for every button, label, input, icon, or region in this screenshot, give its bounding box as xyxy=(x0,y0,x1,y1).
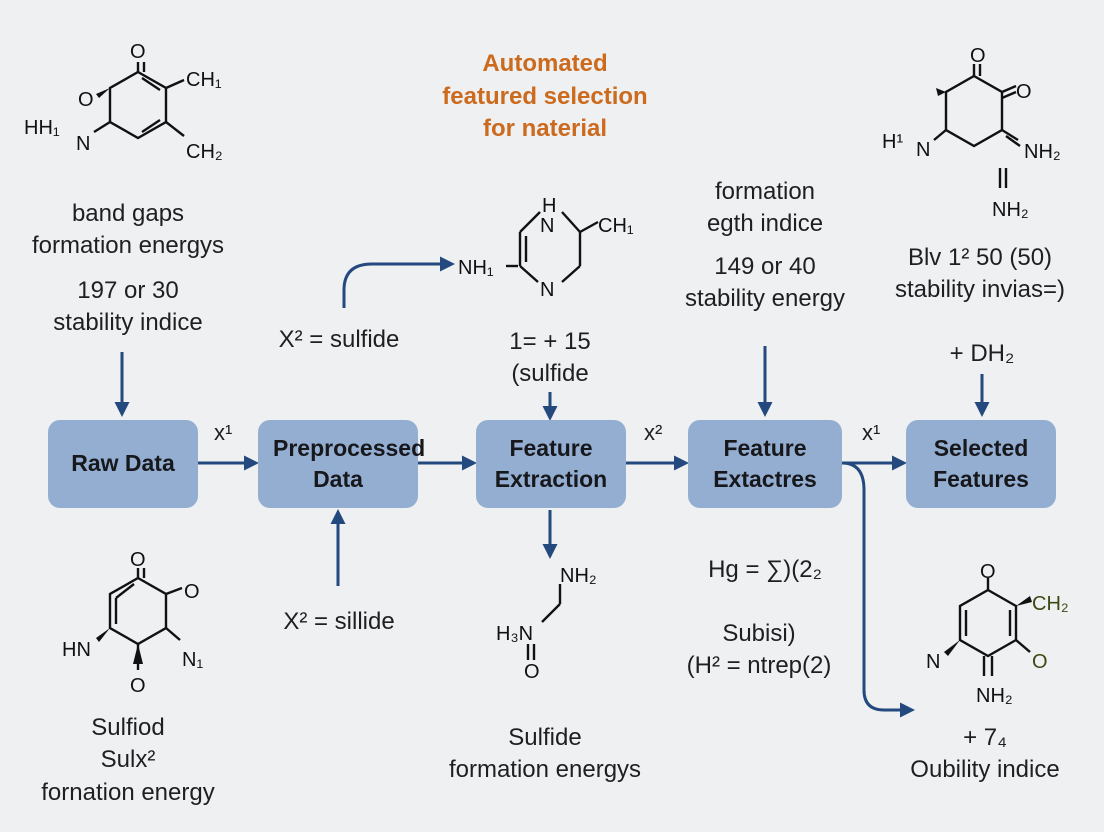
m4-oxygen-bottom: O xyxy=(130,675,146,697)
m6-oxygen-top: O xyxy=(980,561,996,583)
top-right-annotation: Blv 1² 50 (50) stability invias=) xyxy=(894,244,1066,304)
m4-oxygen-top: O xyxy=(130,549,146,571)
m6-nh2: NH₂ xyxy=(976,685,1013,707)
m5-h3n: H₃N xyxy=(496,623,533,645)
arrow-curve-to-bottom-right xyxy=(841,461,915,718)
preprocessed-data-label: Preprocessed Data xyxy=(273,434,426,492)
feature-extactres-box: Feature Extactres xyxy=(688,420,842,508)
m2-nitrogen-top: N xyxy=(540,215,554,237)
molecule-top-right: O O H¹ N NH₂ NH₂ xyxy=(0,0,1104,245)
m1-ch2: CH₂ xyxy=(186,141,223,163)
raw-data-label: Raw Data xyxy=(71,450,175,477)
m6-oxygen-right: O xyxy=(1032,651,1048,673)
m5-oxygen: O xyxy=(524,661,540,683)
m1-ch1: CH₁ xyxy=(186,69,222,91)
edge-label-x1-a: x¹ xyxy=(214,420,233,445)
m3-h1: H¹ xyxy=(882,131,903,153)
bottom-right-annotation: + 7₄ Oubility indice xyxy=(910,724,1060,784)
molecule-top-left: O O HH₁ N CH₁ CH₂ xyxy=(0,0,260,185)
x2-sulfide-label: X² = sulfide xyxy=(278,326,400,353)
m3-nh2-bottom: NH₂ xyxy=(992,199,1029,221)
m4-hn: HN xyxy=(62,639,91,661)
m4-n1: N₁ xyxy=(182,649,203,671)
selected-features-label: Selected Features xyxy=(933,434,1029,492)
m2-nitrogen-bottom: N xyxy=(540,279,554,301)
feature-extactres-label: Feature Extactres xyxy=(713,434,817,492)
m2-nh1: NH₁ xyxy=(458,257,494,279)
bottom-left-annotation: Sulfiod Sulx² fornation energy xyxy=(41,714,215,806)
feature-extraction-box: Feature Extraction xyxy=(476,420,626,508)
selected-features-box: Selected Features xyxy=(906,420,1056,508)
molecule-top-center: H N N CH₁ NH₁ xyxy=(0,0,1104,325)
subisi-annotation: Subisi) (H² = ntrep(2) xyxy=(686,620,832,680)
edge-label-x1-b: x¹ xyxy=(862,420,881,445)
sulfide-note: 1= + 15 (sulfide xyxy=(509,328,591,388)
m6-nitrogen: N xyxy=(926,651,940,673)
m3-oxygen-top: O xyxy=(970,45,986,67)
m3-nh2: NH₂ xyxy=(1024,141,1061,163)
m1-hh1: HH₁ xyxy=(24,117,60,139)
m3-nitrogen: N xyxy=(916,139,930,161)
plus-dh2-label: + DH₂ xyxy=(949,340,1015,367)
bottom-center-annotation: Sulfide formation energys xyxy=(448,724,642,784)
m1-nitrogen: N xyxy=(76,133,90,155)
m2-ch1: CH₁ xyxy=(598,215,634,237)
m4-oxygen-right: O xyxy=(184,581,200,603)
molecule-bottom-left: O O HN N₁ O xyxy=(0,0,260,725)
hg-formula: Hg = ∑)(2₂ xyxy=(708,556,822,583)
feature-extraction-label: Feature Extraction xyxy=(494,434,608,492)
m2-hydrogen: H xyxy=(542,195,556,217)
arrow-curve-to-molecule xyxy=(342,256,455,308)
x2-sillide-label: X² = sillide xyxy=(283,608,395,635)
molecule-bottom-center: NH₂ H₃N O xyxy=(496,565,597,683)
m5-nh2: NH₂ xyxy=(560,565,597,587)
raw-data-box: Raw Data xyxy=(48,420,198,508)
molecule-bottom-right: O CH₂ O N NH₂ xyxy=(926,561,1069,707)
preprocessed-data-box: Preprocessed Data xyxy=(258,420,426,508)
m1-oxygen-left: O xyxy=(78,89,94,111)
m1-oxygen-top: O xyxy=(130,41,146,63)
formation-annotation: formation egth indice 149 or 40 stabilit… xyxy=(684,178,846,313)
m6-ch2: CH₂ xyxy=(1032,593,1069,615)
top-left-annotation: band gaps formation energys 197 or 30 st… xyxy=(31,200,225,337)
m3-oxygen-right: O xyxy=(1016,81,1032,103)
diagram-title: Automated featured selection for nateria… xyxy=(442,50,648,143)
edge-label-x2: x² xyxy=(644,420,663,445)
